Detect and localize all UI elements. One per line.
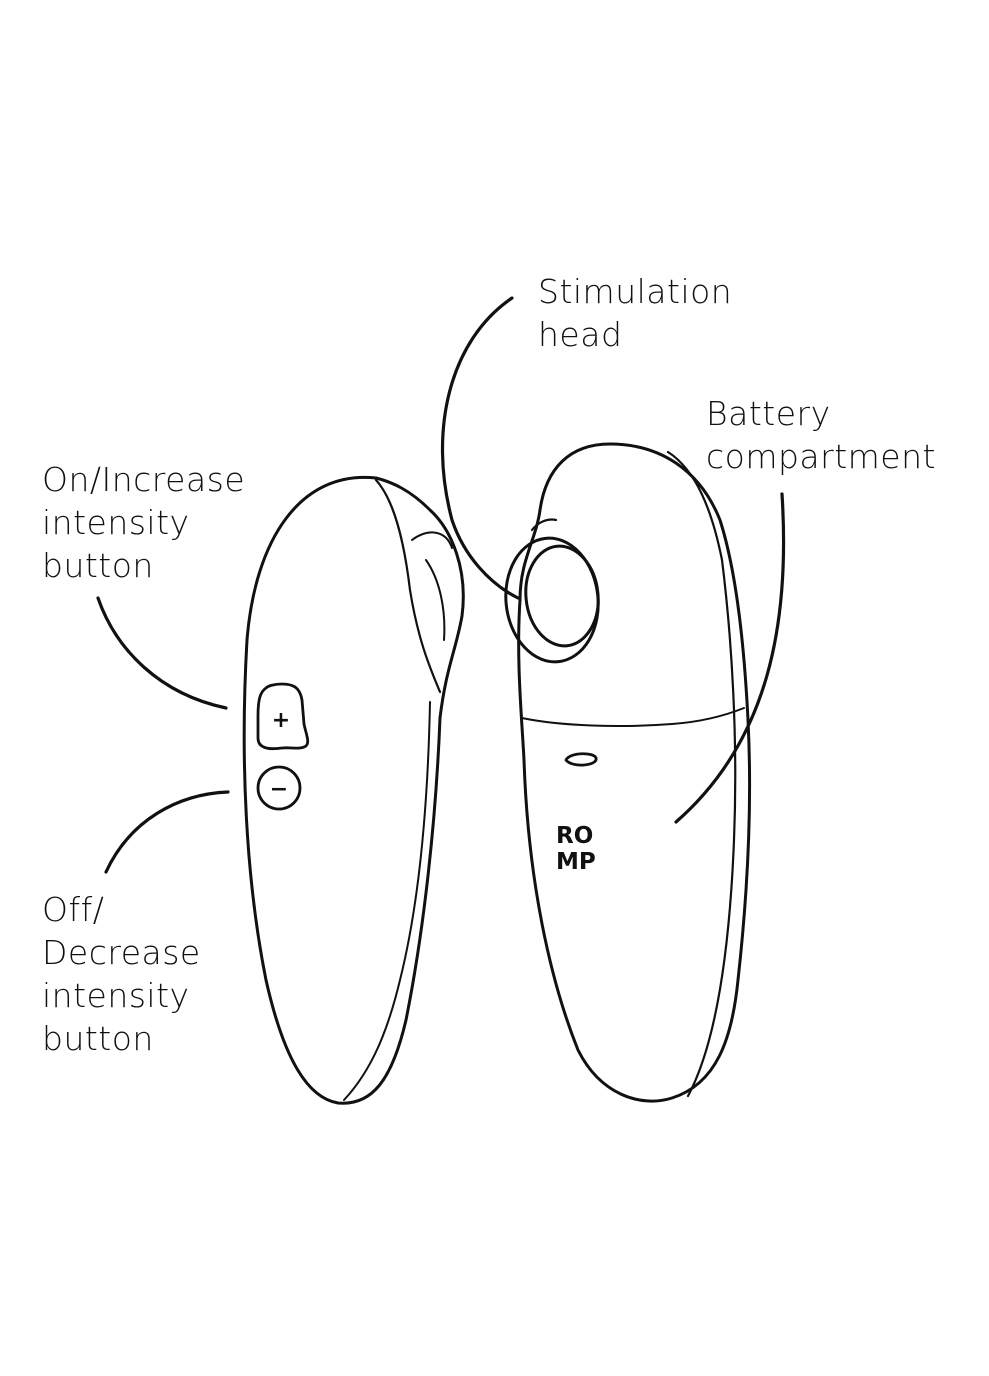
label-on-increase-line-1: On/Increase [42, 460, 246, 499]
logo-line-1: RO [556, 823, 593, 849]
minus-button-shape[interactable] [256, 765, 302, 811]
label-on-increase-button: On/Increase intensity button [42, 458, 245, 587]
plus-button-shape[interactable] [256, 682, 310, 751]
leader-line-stimulation [441, 296, 520, 600]
label-off-decrease-button: Off/ Decrease intensity button [42, 888, 201, 1060]
device-back-view [504, 442, 752, 1103]
label-battery-compartment-line-2: compartment [706, 437, 936, 476]
device-back-seam [521, 707, 745, 727]
device-back-side-edge [666, 450, 737, 1098]
label-on-increase-line-3: button [42, 546, 154, 585]
stimulation-head-rim-left [530, 518, 558, 532]
label-off-decrease-line-1: Off/ [42, 890, 105, 929]
minus-symbol: − [270, 777, 288, 802]
device-front-side-edge [374, 478, 442, 694]
leader-line-off-decrease [104, 790, 230, 874]
label-battery-compartment: Battery compartment [706, 392, 936, 478]
led-indicator-slot [564, 752, 598, 767]
label-off-decrease-line-3: intensity [42, 976, 190, 1015]
stimulation-head-outer [504, 536, 600, 664]
stimulation-head-inner [524, 544, 600, 648]
label-stimulation-head-line-1: Stimulation [538, 272, 733, 311]
device-back-outline [517, 442, 752, 1103]
label-off-decrease-line-4: button [42, 1019, 154, 1058]
logo-line-2: MP [556, 849, 596, 875]
label-stimulation-head: Stimulation head [538, 270, 732, 356]
device-front-outline [242, 475, 465, 1105]
leader-line-on-increase [96, 596, 228, 710]
plus-symbol: + [272, 708, 290, 733]
label-stimulation-head-line-2: head [538, 315, 623, 354]
label-on-increase-line-2: intensity [42, 503, 190, 542]
label-battery-compartment-line-1: Battery [706, 394, 831, 433]
device-front-inner-edge [343, 701, 431, 1101]
device-front-head-seam [411, 531, 453, 549]
device-front-view [242, 475, 465, 1105]
device-front-head-seam-lower [425, 559, 446, 641]
label-off-decrease-line-2: Decrease [42, 933, 201, 972]
leader-line-battery [674, 492, 786, 824]
